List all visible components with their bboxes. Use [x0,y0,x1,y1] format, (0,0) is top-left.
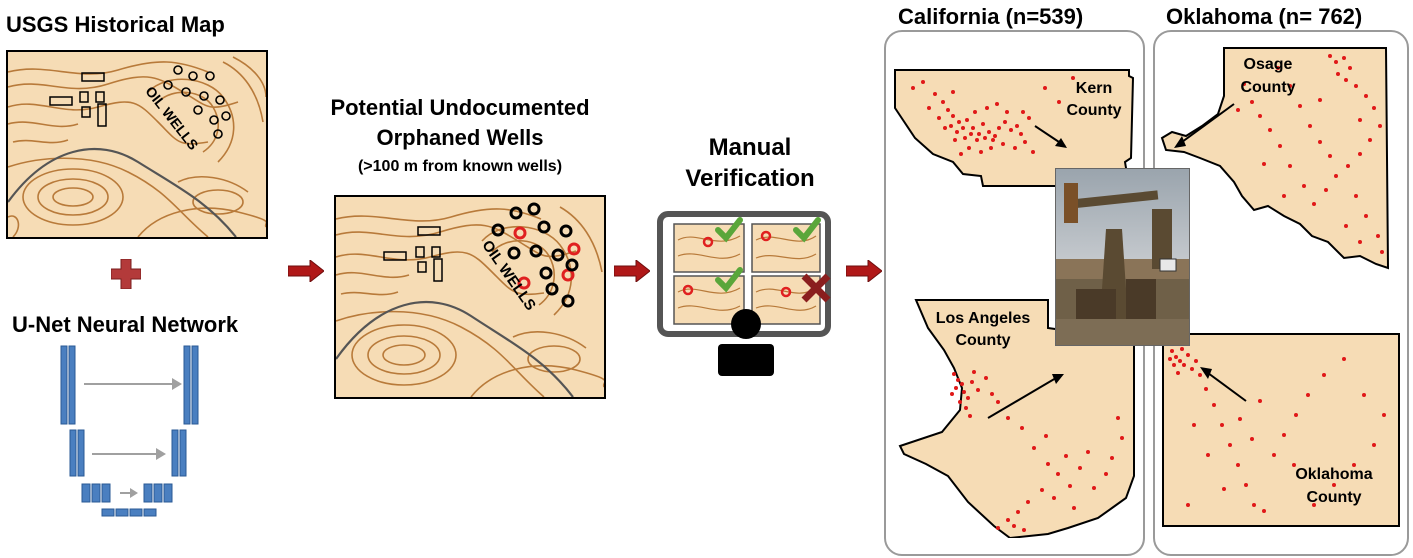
x-mark-icon [801,273,831,303]
osage-county-map [1160,46,1392,272]
potential-subtitle: (>100 m from known wells) [357,158,563,175]
potential-title-line2: Orphaned Wells [376,125,544,150]
kern-county-label-line1: Kern [1075,80,1113,97]
la-county-label-line2: County [955,332,1011,349]
contour-map-graphic [336,202,604,397]
unet-title: U-Net Neural Network [12,312,239,337]
pumpjack-photo [1055,168,1190,346]
arrow-right-icon [288,260,324,282]
la-county-label-line1: Los Angeles [935,310,1031,327]
arrow-right-icon [614,260,650,282]
arrow-right-icon [846,260,882,282]
usgs-map-title: USGS Historical Map [6,12,225,37]
usgs-historical-map: OIL WELLS [6,50,268,239]
potential-title-line1: Potential Undocumented [330,95,590,120]
plus-icon [111,259,141,289]
osage-county-label-line1: Osage [1243,56,1293,73]
oklahoma-county-map [1162,333,1400,527]
verification-title-line1: Manual [708,134,792,161]
oklahoma-county-label-line2: County [1306,489,1362,506]
checkmark-icon [715,217,821,293]
oklahoma-county-label-line1: Oklahoma [1295,466,1373,483]
potential-wells-map: OIL WELLS [334,195,606,399]
kern-county-map [893,68,1138,192]
person-icon [718,309,774,376]
california-title: California (n=539) [898,4,1084,29]
kern-county-label-line2: County [1066,102,1122,119]
los-angeles-county-map [898,298,1136,538]
contour-map-graphic [8,56,266,237]
verification-title-line2: Verification [685,165,815,192]
unet-diagram [60,344,200,522]
oklahoma-title: Oklahoma (n= 762) [1166,4,1363,29]
osage-county-label-line2: County [1240,79,1296,96]
monitor-icon [656,210,836,382]
